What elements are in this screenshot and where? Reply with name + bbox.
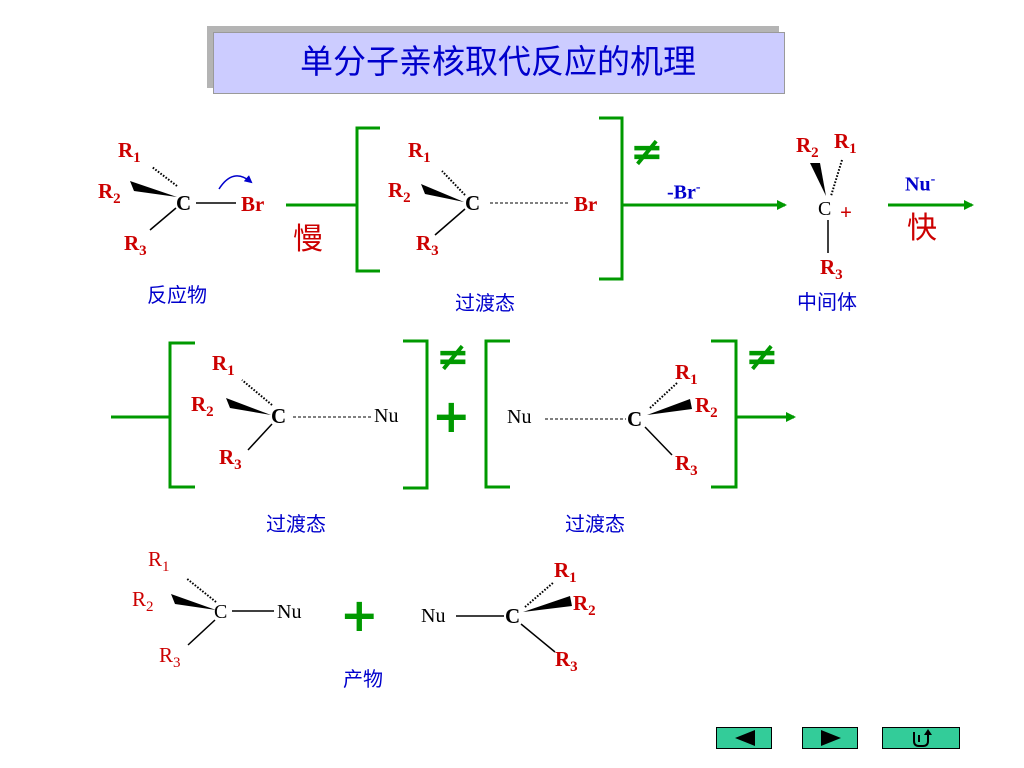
product-retention-r1: R1 — [148, 547, 170, 575]
ts-back-bracket-left — [484, 339, 510, 489]
ts-front-label: 过渡态 — [266, 512, 326, 536]
fast-label: 快 — [907, 211, 937, 246]
intermediate-r1: R1 — [834, 129, 857, 157]
nucleophile-label: Nu- — [905, 172, 936, 196]
return-button[interactable] — [882, 727, 960, 749]
product-retention-r2: R2 — [132, 587, 154, 615]
leaving-group-label: -Br- — [667, 180, 701, 204]
ts1-r2: R2 — [388, 178, 411, 206]
slow-label: 慢 — [293, 222, 323, 257]
prev-slide-button[interactable] — [716, 727, 772, 749]
ts1-br: Br — [574, 192, 598, 216]
intermediate-r2: R2 — [796, 133, 819, 161]
intermediate-charge: + — [840, 200, 852, 224]
intermediate-r3: R3 — [820, 255, 843, 283]
ts-plus-sign: + — [432, 389, 471, 443]
product-inversion-nu: Nu — [421, 605, 446, 627]
reactant-carbon: C — [176, 191, 192, 215]
ts-front-r3: R3 — [219, 445, 242, 473]
intermediate-carbon: C — [818, 198, 832, 220]
return-icon — [913, 729, 932, 747]
product-retention-nu: Nu — [277, 601, 302, 623]
ts-back-r1: R1 — [675, 360, 698, 388]
ts-front-bonds — [226, 379, 372, 451]
product-label: 产物 — [343, 667, 383, 691]
reactant-r2: R2 — [98, 179, 121, 207]
product-inversion-bonds — [456, 581, 572, 653]
ts-front-carbon: C — [271, 404, 287, 428]
product-plus-sign: + — [340, 588, 379, 642]
ts-back-bonds — [545, 382, 692, 456]
reactant-br: Br — [241, 192, 265, 216]
ts-back-carbon: C — [627, 407, 643, 431]
ts-front-double-dagger: ≠ — [436, 334, 470, 380]
ts-front-bracket-left — [168, 341, 195, 489]
ts-back-r3: R3 — [675, 451, 698, 479]
ts-front-nu: Nu — [374, 405, 399, 427]
product-inversion-r3: R3 — [555, 647, 578, 675]
triangle-left-icon — [735, 730, 755, 746]
product-inversion-r1: R1 — [554, 558, 577, 586]
ts1-r1: R1 — [408, 138, 431, 166]
product-retention-carbon: C — [214, 601, 228, 623]
product-retention-r3: R3 — [159, 643, 181, 671]
ts-back-nu: Nu — [507, 406, 532, 428]
product-retention-bonds — [171, 577, 274, 646]
title-box — [213, 32, 785, 94]
next-slide-button[interactable] — [802, 727, 858, 749]
ts-back-bracket-right — [711, 339, 738, 489]
triangle-right-icon — [821, 730, 841, 746]
ts1-bracket-left — [355, 126, 380, 273]
ts-back-label: 过渡态 — [565, 512, 625, 536]
product-inversion-r2: R2 — [573, 591, 596, 619]
ts-back-double-dagger: ≠ — [745, 334, 779, 380]
reactant-r3: R3 — [124, 231, 147, 259]
reactant-label: 反应物 — [147, 283, 207, 307]
product-inversion-carbon: C — [505, 604, 521, 628]
ts1-bonds — [421, 170, 568, 236]
ts1-bracket-right — [599, 116, 624, 281]
ts1-double-dagger: ≠ — [630, 129, 664, 175]
ts-back-r2: R2 — [695, 393, 718, 421]
reactant-bonds — [130, 166, 253, 231]
ts1-carbon: C — [465, 191, 481, 215]
slide-title: 单分子亲核取代反应的机理 — [300, 42, 696, 81]
ts-front-r1: R1 — [212, 351, 235, 379]
intermediate-bonds — [810, 159, 843, 253]
ts1-r3: R3 — [416, 231, 439, 259]
ts1-label: 过渡态 — [455, 291, 515, 315]
ts-front-r2: R2 — [191, 392, 214, 420]
ts-front-bracket-right — [403, 339, 429, 490]
intermediate-label: 中间体 — [797, 290, 857, 314]
reactant-r1: R1 — [118, 138, 141, 166]
